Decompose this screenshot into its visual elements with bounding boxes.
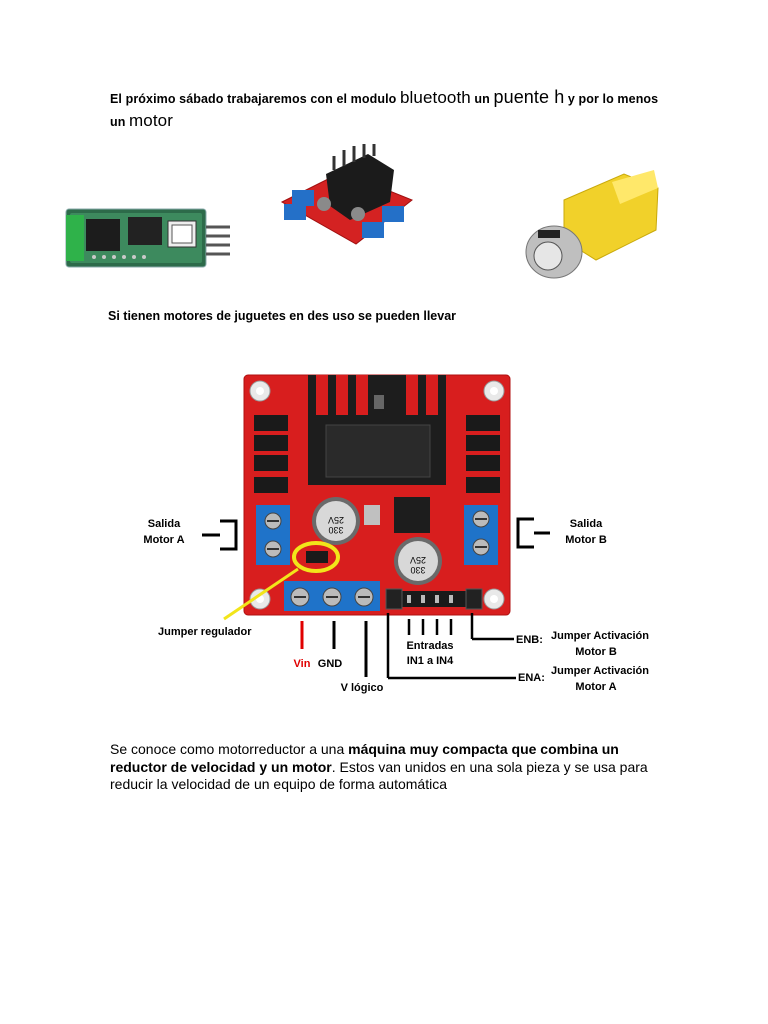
salida-a-label: Salida xyxy=(148,518,181,530)
ena-desc-1: Jumper Activación xyxy=(551,665,649,677)
diodes xyxy=(254,415,500,493)
salida-a-label-2: Motor A xyxy=(143,534,184,546)
entradas-label-2: IN1 a IN4 xyxy=(407,655,454,667)
note-text: Si tienen motores de juguetes en des uso… xyxy=(108,309,457,323)
pin-header xyxy=(385,588,483,610)
enb-desc-1: Jumper Activación xyxy=(551,630,649,642)
terminal-motor-b xyxy=(464,505,498,565)
v-logico-label: V lógico xyxy=(341,682,384,694)
intro-text-2: un xyxy=(470,92,494,106)
h-bridge-photo xyxy=(280,144,413,245)
capacitor-2: 330 25V xyxy=(394,537,442,585)
intro-bluetooth: bluetooth xyxy=(399,88,471,107)
closing-rest: . Estos van unidos en una sola pieza y s… xyxy=(110,758,648,793)
salida-b-label-2: Motor B xyxy=(565,534,607,546)
entradas-label: Entradas xyxy=(406,640,453,652)
jumper-highlight xyxy=(292,541,340,573)
l298n-diagram: 330 25V 330 25V Salida Motor A xyxy=(143,374,649,694)
closing-paragraph: Se conoce como motorreductor a una máqui… xyxy=(110,741,650,794)
terminal-motor-a xyxy=(256,505,290,565)
regulator-chip xyxy=(394,497,430,533)
svg-text:25V: 25V xyxy=(328,515,344,525)
closing-bold: máquina muy compacta que combina un redu… xyxy=(110,741,619,775)
svg-text:25V: 25V xyxy=(410,555,426,565)
svg-text:330: 330 xyxy=(410,565,425,575)
ena-label: ENA: xyxy=(518,672,545,684)
intro-motor: motor xyxy=(129,111,174,130)
vin-label: Vin xyxy=(294,658,311,670)
intro-text-3: y por lo menos un xyxy=(110,92,659,129)
gnd-label: GND xyxy=(318,658,343,670)
salida-b-label: Salida xyxy=(570,518,603,530)
enb-label: ENB: xyxy=(516,634,543,646)
intro-text-1: El próximo sábado trabajaremos con el mo… xyxy=(110,92,400,106)
enb-desc-2: Motor B xyxy=(575,646,617,658)
jumper-regulador-label: Jumper regulador xyxy=(158,626,252,638)
gear-motor-photo xyxy=(525,170,659,279)
capacitor-1: 330 25V xyxy=(312,497,360,545)
ena-desc-2: Motor A xyxy=(575,681,616,693)
intro-puente: puente h xyxy=(493,87,565,107)
closing-lead: Se conoce como motorreductor a una xyxy=(110,741,349,757)
jumper-regulador xyxy=(306,551,328,563)
bluetooth-module-image xyxy=(65,208,230,268)
intro-paragraph: El próximo sábado trabajaremos con el mo… xyxy=(110,86,670,133)
svg-text:330: 330 xyxy=(328,525,343,535)
terminal-power xyxy=(284,581,380,611)
